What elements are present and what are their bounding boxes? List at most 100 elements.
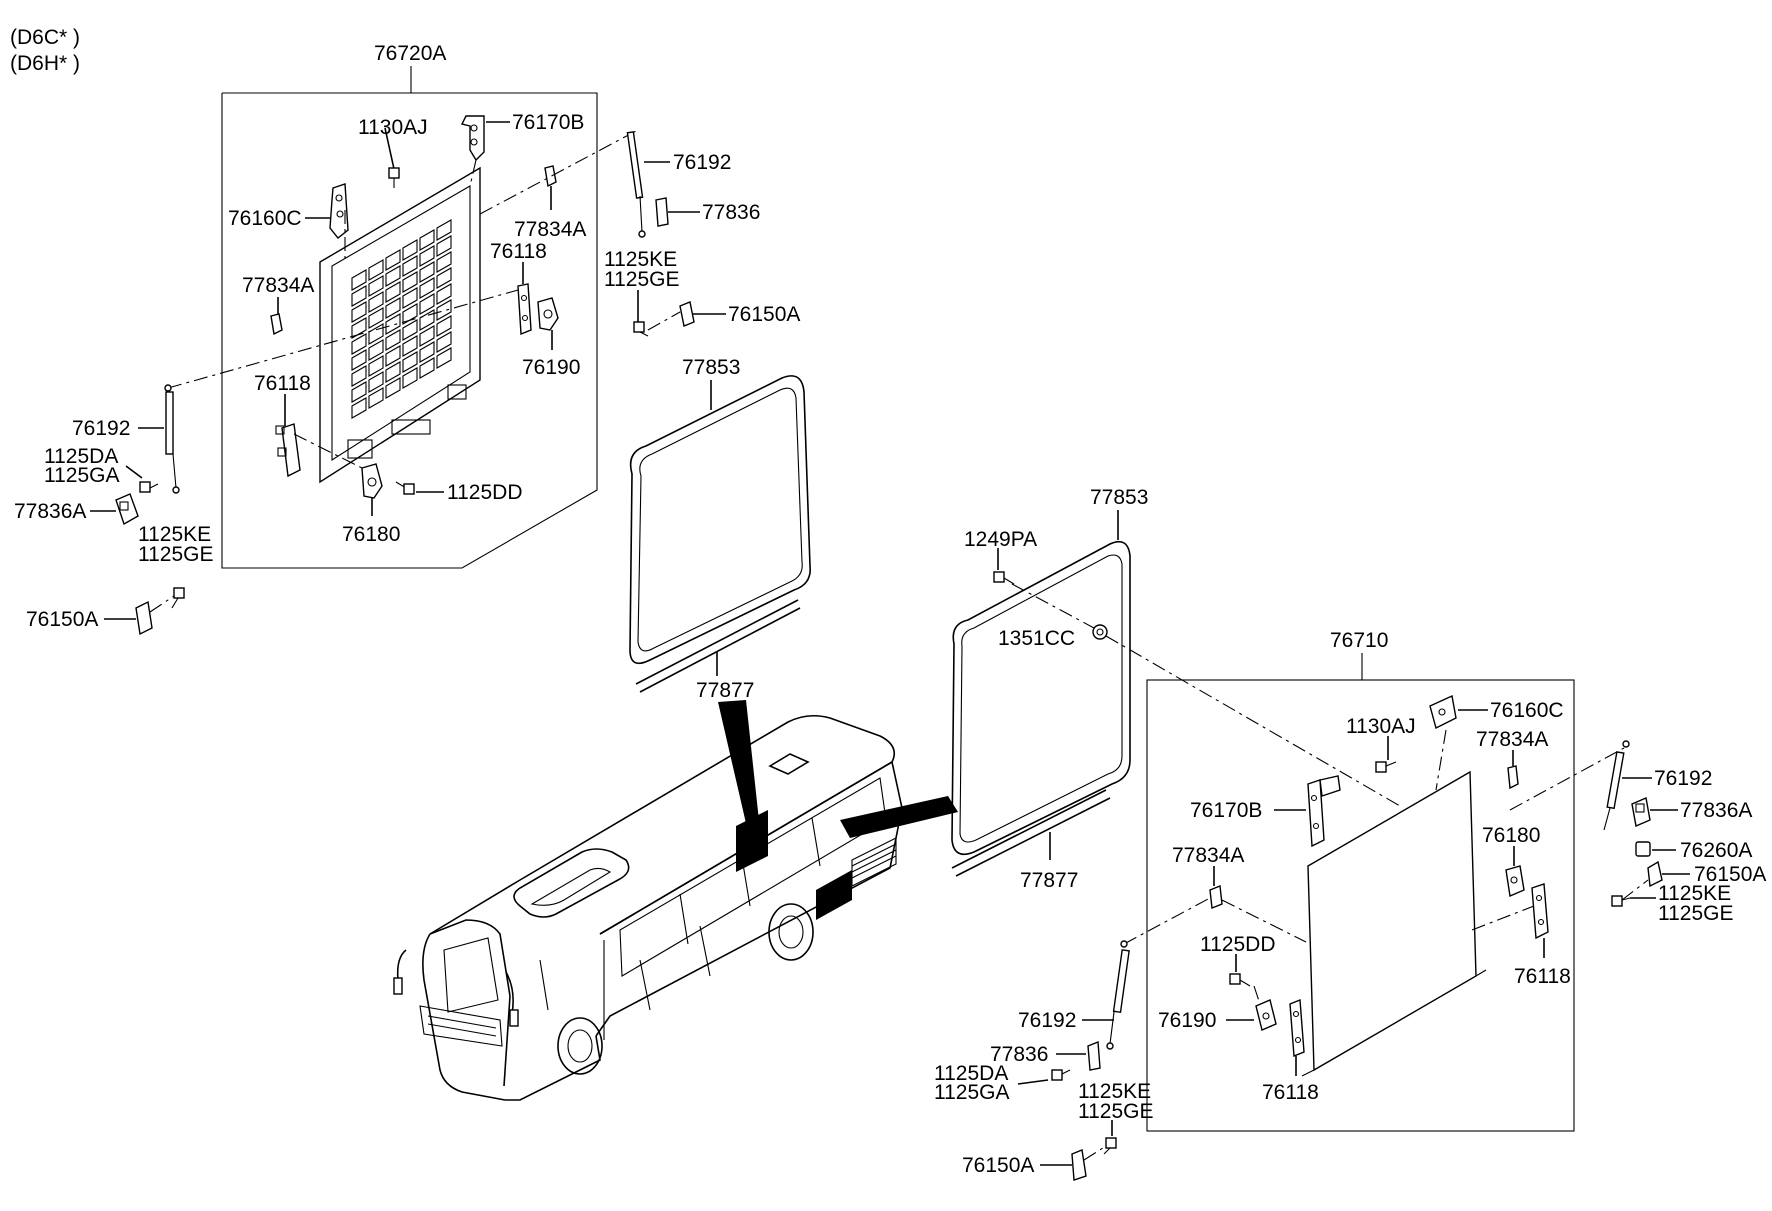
- grille-cell: [436, 299, 452, 321]
- label-1125ge-left: 1125GE: [138, 543, 214, 566]
- assembly-line-right-latch: [1253, 985, 1261, 1005]
- grille-cell: [351, 365, 367, 387]
- bracket-77836-bottom: [1056, 1040, 1101, 1071]
- label-77853-left: 77853: [682, 356, 740, 379]
- assembly-line-left-latch: [293, 433, 363, 469]
- grille-cell: [351, 285, 367, 307]
- drip-strip-77877-left: [635, 599, 801, 693]
- left-assembly-frame: [221, 66, 598, 569]
- hinge-76118-right: [1531, 883, 1549, 958]
- rubber-77834a-right: [1209, 866, 1223, 909]
- grille-cell: [436, 251, 452, 273]
- bracket-77836a-right: [1631, 797, 1678, 827]
- hinge-76118-left-top: [517, 262, 532, 336]
- bolt-1130aj-left: [384, 127, 400, 188]
- assembly-line-right-strut: [1123, 897, 1211, 945]
- label-77836a-left: 77836A: [14, 500, 86, 523]
- label-77877-right: 77877: [1020, 869, 1078, 892]
- rubber-77834a-left-top: [544, 165, 557, 210]
- grille-cell: [402, 319, 418, 341]
- label-1125da-left: 1125DA: [44, 445, 118, 468]
- grille-cell: [368, 339, 384, 361]
- grille-cell: [385, 329, 401, 351]
- grille-cell: [368, 387, 384, 409]
- label-77834a-right: 77834A: [1172, 844, 1244, 867]
- grille-cell: [402, 303, 418, 325]
- assembly-line-left-hinge: [469, 159, 477, 187]
- grille-cell: [351, 397, 367, 419]
- weather-seal-77853-left: [629, 375, 811, 665]
- assembly-line-right-hinge-2: [1435, 729, 1447, 791]
- label-1125ge-bottom: 1125GE: [1078, 1100, 1154, 1123]
- grille-cell: [436, 267, 452, 289]
- label-1125dd-right: 1125DD: [1200, 933, 1276, 956]
- grille-cell: [385, 313, 401, 335]
- assembly-line-left-upper: [479, 130, 637, 215]
- grille-cell: [436, 347, 452, 369]
- assembly-line-right-top: [1509, 747, 1625, 811]
- stopper-76150a-left: [104, 600, 153, 636]
- hinge-76118-left-bottom: [275, 394, 301, 478]
- hinge-76170b-right: [1274, 775, 1341, 848]
- cap-76260a: [1635, 841, 1676, 857]
- screw-1249pa: [993, 548, 1015, 585]
- left-assembly-title: 76720A: [374, 42, 446, 65]
- label-1130aj-right: 1130AJ: [1346, 715, 1416, 738]
- label-77834a-left-top: 77834A: [514, 218, 586, 241]
- grille-cell: [402, 335, 418, 357]
- bolt-1125da-left: [125, 465, 159, 493]
- grille-cell: [419, 229, 435, 251]
- grille-cell: [402, 367, 418, 389]
- grille-cell: [368, 275, 384, 297]
- grille-cell: [351, 333, 367, 355]
- bolt-1125ke-left: [171, 587, 185, 609]
- label-76150a-bottom: 76150A: [962, 1154, 1034, 1177]
- hinge-76118-right-bottom: [1289, 998, 1305, 1076]
- bolt-1125da-bottom: [1017, 1069, 1071, 1085]
- label-1125ke-left: 1125KE: [138, 523, 211, 546]
- label-76180-left: 76180: [342, 523, 400, 546]
- label-1125ga-bottom: 1125GA: [934, 1081, 1010, 1104]
- latch-76180-right: [1505, 846, 1525, 897]
- grille-cell: [351, 349, 367, 371]
- label-1125ge-left-top: 1125GE: [604, 268, 680, 291]
- label-1249pa: 1249PA: [964, 528, 1037, 551]
- grille-cell: [368, 307, 384, 329]
- grille-cell: [351, 301, 367, 323]
- label-76150a-left: 76150A: [26, 608, 98, 631]
- label-76118-left-bottom: 76118: [254, 372, 311, 395]
- bolt-1125ke-left-top: [633, 290, 649, 337]
- label-76160c-right: 76160C: [1490, 699, 1564, 722]
- assembly-line-right-screw: [1011, 583, 1095, 629]
- bolt-1125ke-right: [1611, 895, 1656, 907]
- label-1125ga-left: 1125GA: [44, 464, 120, 487]
- grille-cell: [385, 345, 401, 367]
- weather-seal-77853-right: [951, 510, 1131, 856]
- label-77853-right: 77853: [1090, 486, 1148, 509]
- assembly-line-bottom-stopper: [1083, 1145, 1107, 1161]
- grille-cell: [351, 381, 367, 403]
- grille-cell: [385, 297, 401, 319]
- gas-strut-76192-left: [138, 384, 180, 494]
- grille-cell: [436, 331, 452, 353]
- grille-cell: [402, 239, 418, 261]
- label-76118-right-bottom: 76118: [1262, 1081, 1319, 1104]
- latch-76190-right: [1226, 999, 1277, 1031]
- label-76192-left-top: 76192: [673, 151, 731, 174]
- grille-cell: [402, 271, 418, 293]
- label-77834a-left: 77834A: [242, 274, 314, 297]
- label-76260a: 76260A: [1680, 839, 1752, 862]
- bolt-1125dd-right: [1229, 954, 1251, 987]
- label-77836-left-top: 77836: [702, 201, 760, 224]
- bolt-1130aj-right: [1375, 736, 1397, 773]
- grille-cell: [419, 245, 435, 267]
- grille-cell: [368, 291, 384, 313]
- label-76118-left-top: 76118: [490, 240, 547, 263]
- gas-strut-76192-right: [1603, 740, 1652, 831]
- label-1125da-bottom: 1125DA: [934, 1062, 1008, 1085]
- grille-cell: [351, 317, 367, 339]
- right-assembly-frame: [1146, 653, 1575, 1132]
- grille-cell: [436, 283, 452, 305]
- stopper-76150a-right: [1647, 860, 1690, 888]
